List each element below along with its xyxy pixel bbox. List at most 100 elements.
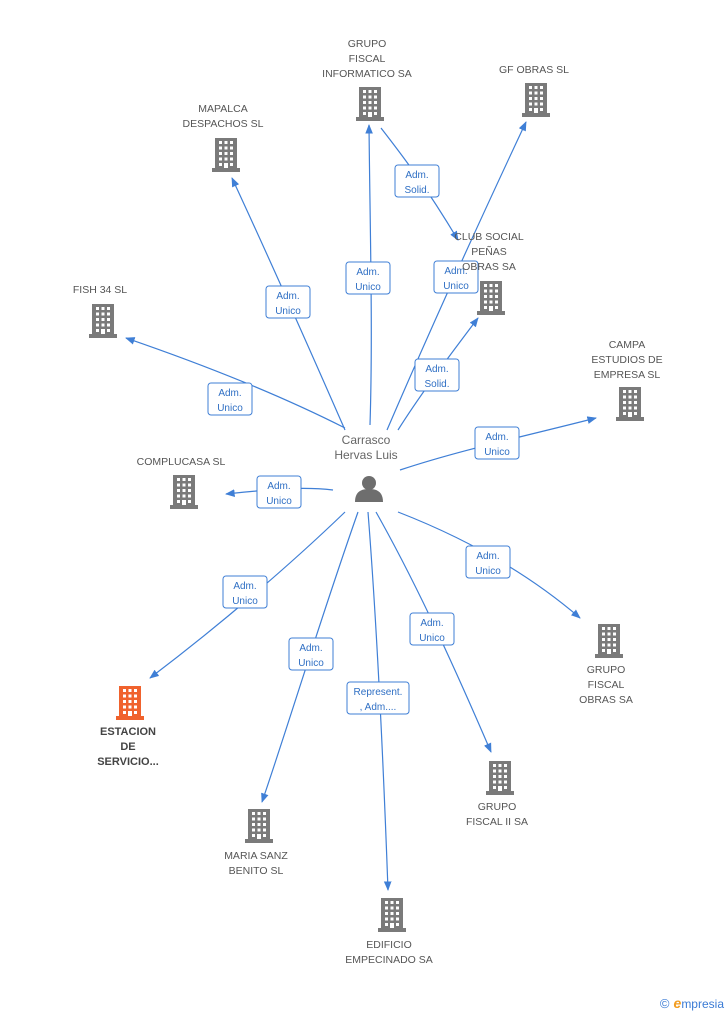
edge-center-fish-34[interactable]: Adm.Unico xyxy=(125,337,346,429)
edge-label-text: Adm. xyxy=(425,364,448,375)
edge-center-complucasa[interactable]: Adm. Unico xyxy=(225,475,334,509)
edge-label-box[interactable] xyxy=(414,358,460,392)
company-label[interactable]: FISH 34 SL xyxy=(73,284,127,296)
edge-center-maria-sanz[interactable]: Adm. Unico xyxy=(261,511,359,803)
company-node-grupo-fiscal-ii[interactable]: GRUPO FISCAL II SA xyxy=(466,761,528,828)
edge-label-text: Unico xyxy=(475,566,501,577)
company-node-fish-34[interactable]: FISH 34 SL xyxy=(73,284,127,338)
edge-label-text: Adm. xyxy=(485,432,508,443)
edge-label-text: , Adm.... xyxy=(360,702,397,713)
edge-label-text: Adm. xyxy=(476,551,499,562)
copyright-icon: © xyxy=(659,995,670,1011)
company-label[interactable]: DESPACHOS SL xyxy=(183,118,264,130)
company-node-edificio[interactable]: EDIFICIO EMPECINADO SA xyxy=(345,898,433,966)
building-icon xyxy=(378,898,406,932)
company-label[interactable]: CAMPA xyxy=(609,339,646,351)
edge-label-text: Unico xyxy=(443,281,469,292)
edge-label-text: Unico xyxy=(484,447,510,458)
brand-name: mpresia xyxy=(681,997,724,1011)
edges-layer: Adm.UnicoAdm.Solid.Adm.UnicoAdm.UnicoAdm… xyxy=(125,121,597,891)
company-label[interactable]: ESTACION xyxy=(100,726,156,738)
edge-label-text: Unico xyxy=(298,658,324,669)
company-node-complucasa[interactable]: COMPLUCASA SL xyxy=(137,456,226,509)
edge-center-grupo-fiscal-informatico[interactable]: Adm.Unico xyxy=(345,124,391,426)
building-icon xyxy=(116,686,144,720)
company-label[interactable]: GRUPO xyxy=(478,801,517,813)
company-label[interactable]: GRUPO xyxy=(587,664,626,676)
edge-label-box[interactable] xyxy=(433,260,479,294)
edge-label-box[interactable] xyxy=(222,575,268,609)
company-label[interactable]: GF OBRAS SL xyxy=(499,64,569,76)
edge-label-text: Adm. xyxy=(420,618,443,629)
edge-label-text: Adm. xyxy=(299,643,322,654)
edge-center-grupo-fiscal-ii[interactable]: Adm. Unico xyxy=(375,511,492,753)
company-label[interactable]: MAPALCA xyxy=(198,103,247,115)
building-icon xyxy=(595,624,623,658)
edge-label-box[interactable] xyxy=(474,426,520,460)
building-icon xyxy=(89,304,117,338)
company-node-grupo-fiscal-informatico[interactable]: GRUPO FISCAL INFORMATICO SA xyxy=(322,38,412,121)
company-node-club-social[interactable]: CLUB SOCIAL PEÑAS OBRAS SA xyxy=(454,231,524,315)
building-icon xyxy=(356,87,384,121)
edge-label-text: Adm. xyxy=(267,481,290,492)
company-label[interactable]: MARIA SANZ xyxy=(224,850,288,862)
edge-label-box[interactable] xyxy=(265,285,311,319)
edge-line xyxy=(125,337,346,429)
edge-center-grupo-fiscal-obras[interactable]: Adm. Unico xyxy=(397,511,581,619)
company-label[interactable]: EMPRESA SL xyxy=(594,369,661,381)
company-label[interactable]: OBRAS SA xyxy=(579,694,633,706)
company-label[interactable]: OBRAS SA xyxy=(462,261,516,273)
edge-center-mapalca[interactable]: Adm.Unico xyxy=(231,177,346,431)
company-label[interactable]: SERVICIO... xyxy=(97,756,159,768)
building-icon xyxy=(170,475,198,509)
edge-label-box[interactable] xyxy=(409,612,455,646)
edge-label-box[interactable] xyxy=(256,475,302,509)
company-label[interactable]: FISCAL xyxy=(588,679,625,691)
company-node-gf-obras[interactable]: GF OBRAS SL xyxy=(499,64,569,117)
edge-center-estacion[interactable]: Adm. Unico xyxy=(149,511,346,679)
company-label[interactable]: FISCAL xyxy=(349,53,386,65)
company-node-estacion[interactable]: ESTACION DE SERVICIO... xyxy=(97,686,159,768)
edge-center-edificio[interactable]: Represent., Adm.... xyxy=(346,511,410,891)
brand-footer[interactable]: © empresia xyxy=(660,995,724,1011)
edge-label-box[interactable] xyxy=(207,382,253,416)
edge-label-text: Unico xyxy=(419,633,445,644)
person-label[interactable]: Carrasco xyxy=(342,433,391,447)
brand-initial: e xyxy=(673,995,682,1011)
edge-label-text: Solid. xyxy=(424,379,449,390)
edge-label-text: Adm. xyxy=(405,170,428,181)
company-node-grupo-fiscal-obras[interactable]: GRUPO FISCAL OBRAS SA xyxy=(579,624,633,706)
company-node-campa[interactable]: CAMPA ESTUDIOS DE EMPRESA SL xyxy=(591,339,663,421)
edge-grupo-fiscal-informatico-club-social[interactable]: Adm.Solid. xyxy=(380,127,459,241)
company-label[interactable]: FISCAL II SA xyxy=(466,816,528,828)
building-icon xyxy=(616,387,644,421)
company-label[interactable]: BENITO SL xyxy=(229,865,284,877)
building-icon xyxy=(212,138,240,172)
edge-label-box[interactable] xyxy=(346,681,410,715)
building-icon xyxy=(522,83,550,117)
edge-label-box[interactable] xyxy=(394,164,440,198)
edge-center-campa[interactable]: Adm. Unico xyxy=(399,416,597,471)
edge-center-gf-obras[interactable]: Adm. Unico xyxy=(386,121,527,431)
company-label[interactable]: EDIFICIO xyxy=(366,939,412,951)
edge-label-box[interactable] xyxy=(465,545,511,579)
company-label[interactable]: ESTUDIOS DE xyxy=(591,354,662,366)
edge-label-text: Unico xyxy=(275,306,301,317)
company-label[interactable]: INFORMATICO SA xyxy=(322,68,412,80)
company-label[interactable]: EMPECINADO SA xyxy=(345,954,433,966)
edge-label-text: Unico xyxy=(355,282,381,293)
company-node-maria-sanz[interactable]: MARIA SANZ BENITO SL xyxy=(224,809,288,877)
edge-label-text: Unico xyxy=(266,496,292,507)
company-node-mapalca[interactable]: MAPALCA DESPACHOS SL xyxy=(183,103,264,172)
company-label[interactable]: COMPLUCASA SL xyxy=(137,456,226,468)
edge-center-club-social[interactable]: Adm. Solid. xyxy=(397,317,479,431)
company-label[interactable]: CLUB SOCIAL xyxy=(454,231,524,243)
company-label[interactable]: DE xyxy=(120,741,135,753)
edge-label-box[interactable] xyxy=(345,261,391,295)
company-label[interactable]: PEÑAS xyxy=(471,245,507,258)
person-label[interactable]: Hervas Luis xyxy=(334,448,397,462)
edge-label-box[interactable] xyxy=(288,637,334,671)
company-label[interactable]: GRUPO xyxy=(348,38,387,50)
